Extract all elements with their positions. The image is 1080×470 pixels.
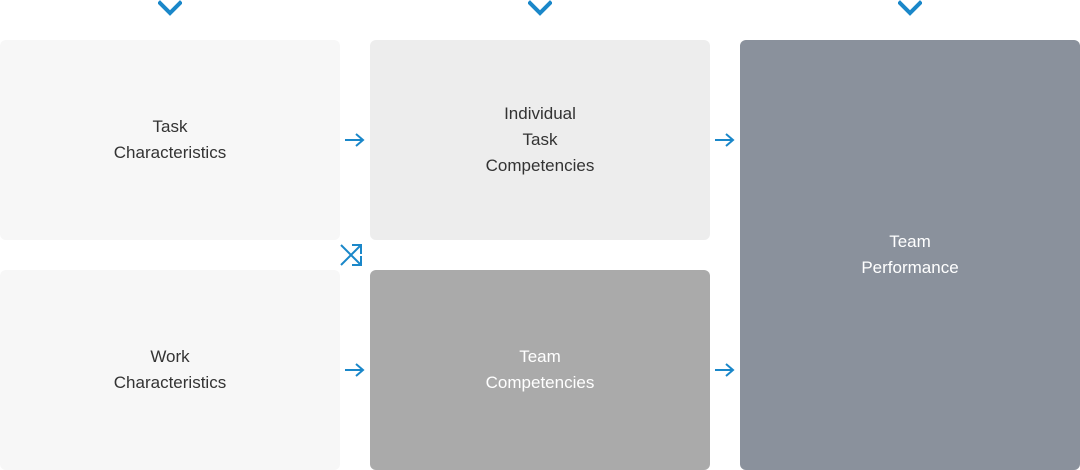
team-competencies-box: Team Competencies: [370, 270, 710, 470]
arrow-right-icon: [715, 363, 735, 377]
chevron-down-icon: [158, 0, 182, 16]
chevron-down-icon: [528, 0, 552, 16]
team-competencies-label: Team Competencies: [485, 347, 595, 392]
individual-task-competencies-label: Individual Task Competencies: [485, 104, 595, 175]
work-characteristics-label: Work Characteristics: [113, 347, 227, 392]
team-performance-label: Team Performance: [861, 232, 959, 277]
individual-task-competencies-box: Individual Task Competencies: [370, 40, 710, 240]
shuffle-cross-arrow-icon: [340, 244, 362, 266]
team-performance-box: Team Performance: [740, 40, 1080, 470]
arrow-right-icon: [345, 363, 365, 377]
chevron-down-icon: [898, 0, 922, 16]
task-characteristics-box: Task Characteristics: [0, 40, 340, 240]
task-characteristics-label: Task Characteristics: [113, 117, 227, 162]
work-characteristics-box: Work Characteristics: [0, 270, 340, 470]
arrow-right-icon: [715, 133, 735, 147]
arrow-right-icon: [345, 133, 365, 147]
